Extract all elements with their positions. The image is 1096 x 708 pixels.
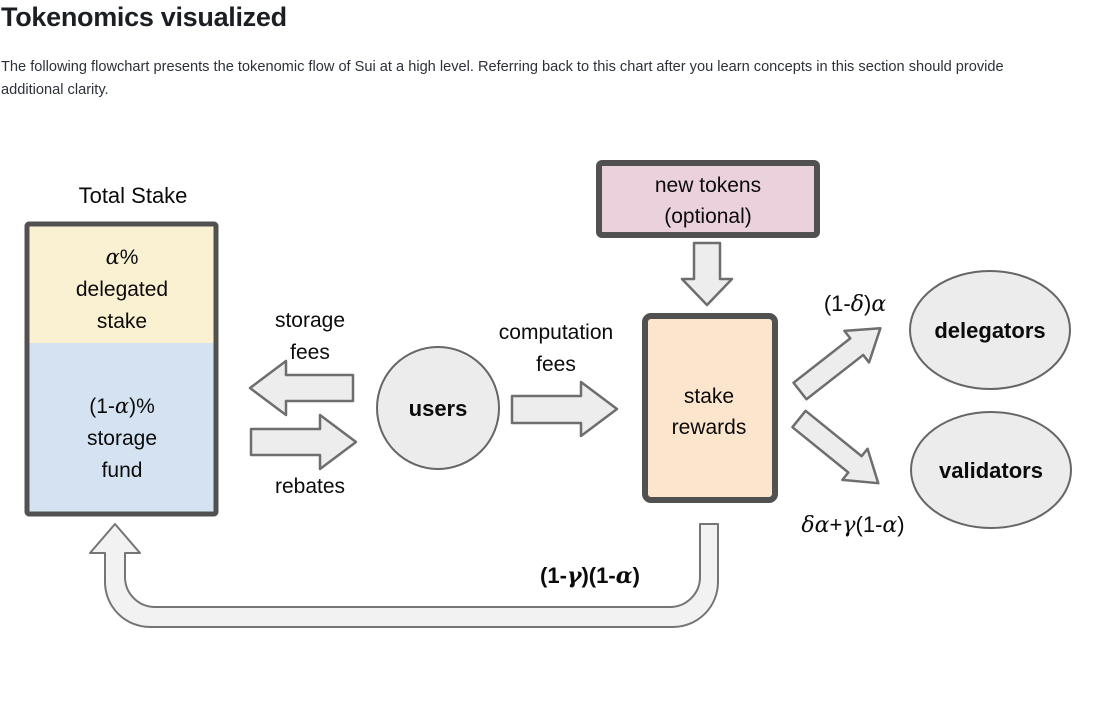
validators-label: validators (939, 458, 1043, 483)
new-tokens-label: new tokens (optional) (655, 174, 761, 228)
to-delegators-label: (1-δ)α (824, 291, 886, 317)
new-tokens-node (596, 160, 820, 238)
delegated-stake-section (29, 226, 214, 343)
total-stake-label: Total Stake (79, 183, 188, 208)
svg-text:storage: storage (275, 309, 345, 332)
svg-text:α%: α% (106, 245, 139, 269)
svg-text:stake: stake (684, 385, 734, 408)
delegators-arrow (792, 326, 882, 401)
validators-arrow (791, 409, 880, 485)
delegators-label: delegators (934, 318, 1045, 343)
svg-text:(1-α)%: (1-α)% (89, 394, 155, 418)
svg-text:(optional): (optional) (664, 205, 752, 228)
rebates-label: rebates (275, 475, 345, 498)
storage-fees-label: storage fees (275, 309, 345, 364)
svg-text:fees: fees (290, 341, 330, 364)
svg-text:delegated: delegated (76, 278, 168, 301)
storage-fund-section (29, 343, 214, 512)
svg-text:fees: fees (536, 353, 576, 376)
computation-fees-arrow (510, 380, 619, 438)
svg-text:rewards: rewards (672, 416, 747, 439)
storage-fund-text: (1-α)% storage fund (87, 394, 157, 482)
total-stake-box (24, 221, 219, 517)
storage-fees-arrow (248, 359, 355, 417)
users-label: users (409, 396, 468, 421)
svg-text:computation: computation (499, 321, 613, 344)
svg-text:storage: storage (87, 427, 157, 450)
computation-fees-label: computation fees (499, 321, 613, 376)
rebates-arrow (249, 413, 358, 471)
to-validators-label: δα+γ(1-α) (801, 512, 904, 538)
stake-rewards-node (642, 313, 778, 503)
svg-text:stake: stake (97, 310, 147, 333)
recycle-label: (1-γ)(1-α) (540, 563, 640, 589)
svg-text:fund: fund (102, 459, 143, 482)
recycle-arrow (89, 523, 719, 628)
users-node (376, 346, 500, 470)
delegated-stake-text: α% delegated stake (76, 245, 168, 333)
intro-paragraph: The following flowchart presents the tok… (1, 59, 1004, 98)
delegators-node (909, 270, 1071, 390)
svg-text:new tokens: new tokens (655, 174, 761, 197)
validators-node (910, 411, 1072, 529)
new-tokens-arrow (680, 241, 734, 307)
page-title: Tokenomics visualized (1, 2, 287, 32)
stake-rewards-label: stake rewards (672, 385, 747, 439)
